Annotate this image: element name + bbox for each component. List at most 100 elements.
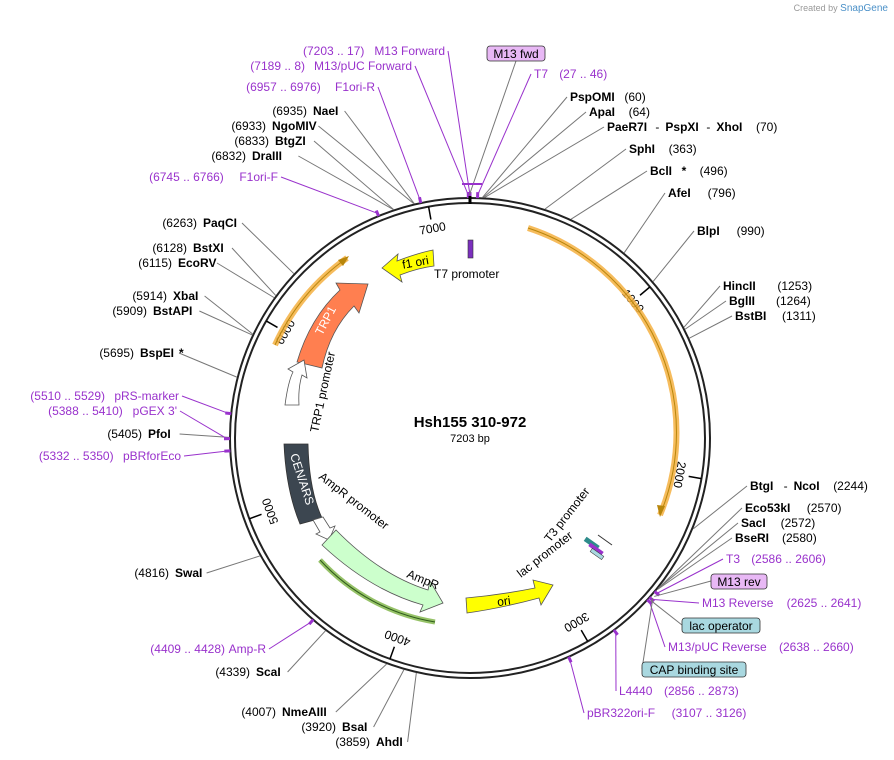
enzyme-name: BseRI — [735, 531, 769, 545]
enzyme-name: BglII — [729, 294, 755, 308]
enzyme-hincii: HincII (1253) — [723, 279, 812, 293]
enzyme-separator: - — [706, 120, 710, 134]
primer-name: F1ori-R — [335, 80, 375, 94]
enzyme-leader — [689, 315, 733, 339]
enzyme-nmeaiii: (4007) NmeAIII — [241, 705, 326, 719]
enzyme-position: (496) — [700, 164, 728, 178]
enzyme-eco53ki: Eco53kI(2570) — [745, 501, 841, 515]
enzyme-name: BtgI — [750, 479, 773, 493]
primer-m13-puc-forward: M13/pUC Forward (7189 .. 8) — [250, 59, 412, 73]
annotation-labels: PspOMI(60)ApaI(64)PaeR7I-PspXI-XhoI(70)S… — [30, 44, 868, 749]
tick-6000 — [265, 320, 278, 329]
enzyme-leader — [482, 96, 568, 198]
enzyme-position: (4339) — [215, 665, 250, 679]
enzyme-name: PaeR7I — [607, 120, 647, 134]
enzyme-leader — [241, 222, 295, 274]
enzyme-leader — [216, 262, 275, 299]
enzyme-leader — [287, 630, 326, 673]
enzyme-position: (6832) — [211, 149, 246, 163]
enzyme-name: PspOMI — [570, 90, 615, 104]
boxed-label-bg — [710, 573, 768, 590]
primer-range: (7189 .. 8) — [250, 59, 305, 73]
primer-m13-forward: M13 Forward(7203 .. 17) — [303, 44, 445, 58]
primer-range: (3107 .. 3126) — [672, 706, 747, 720]
boxed-lac-operator: lac operator — [681, 617, 761, 634]
tick-label-3000: 3000 — [561, 609, 591, 635]
boxed-leader — [641, 597, 654, 670]
enzyme-ecorv: (6115)EcoRV — [138, 256, 216, 270]
enzyme-star: * — [682, 164, 687, 178]
primer-l4440: L4440 (2856 .. 2873) — [619, 684, 739, 698]
primer-mark — [567, 656, 573, 663]
primer-range: (2856 .. 2873) — [664, 684, 739, 698]
enzyme-leader — [657, 537, 733, 590]
f1ori-label: f1 ori — [401, 253, 430, 271]
primer-f1ori-r: F1ori-R (6957 .. 6976) — [246, 80, 375, 94]
enzyme-leader — [652, 230, 695, 282]
feature-ori: ori — [465, 579, 554, 614]
boxed-leader — [654, 580, 712, 597]
enzyme-bglii: BglII (1264) — [729, 294, 811, 308]
feature-ampr: AmpR — [321, 529, 444, 613]
enzyme-position: (5909) — [112, 304, 147, 318]
primer-leader — [179, 410, 228, 440]
primer-name: pBRforEco — [123, 449, 181, 463]
enzyme-name: SacI — [741, 516, 766, 530]
enzyme-position: (1264) — [776, 294, 811, 308]
enzyme-xbai: (5914)XbaI — [132, 289, 198, 303]
primer-m13-reverse: M13 Reverse(2625 .. 2641) — [702, 596, 861, 610]
enzyme-swai: (4816)SwaI — [134, 566, 202, 580]
leader-lines — [178, 50, 748, 743]
enzyme-leader — [484, 126, 605, 198]
enzyme-ngomiv: (6933)NgoMIV — [231, 119, 316, 133]
enzyme-position: (5914) — [132, 289, 167, 303]
plasmid-size: 7203 bp — [450, 433, 490, 445]
enzyme-leader — [199, 310, 253, 336]
enzyme-draiii: (6832)DraIII — [211, 149, 282, 163]
primer-range: (27 .. 46) — [559, 67, 607, 81]
primer-range: (5510 .. 5529) — [30, 389, 105, 403]
orf-arc-left-core — [274, 257, 348, 346]
primer-range: (5332 .. 5350) — [39, 449, 114, 463]
enzyme-name-2: NcoI — [794, 479, 820, 493]
boxed-label-bg — [641, 661, 747, 678]
enzyme-position: (5695) — [99, 346, 134, 360]
enzyme-leader — [658, 522, 739, 589]
enzyme-name: HincII — [723, 279, 756, 293]
primer-pgex-3-: pGEX 3'(5388 .. 5410) — [48, 404, 177, 418]
enzyme-position: (1253) — [777, 279, 812, 293]
enzyme-name: BstAPI — [153, 304, 192, 318]
primer-name: L4440 — [619, 684, 653, 698]
snapgene-logo: SnapGene — [840, 3, 888, 14]
orf-arc-right — [527, 225, 680, 517]
enzyme-position: (4007) — [241, 705, 276, 719]
primer-t7: T7(27 .. 46) — [534, 67, 607, 81]
primer-name: pRS-marker — [114, 389, 179, 403]
enzyme-position: (990) — [737, 224, 765, 238]
enzyme-position: (6263) — [162, 216, 197, 230]
enzyme-pspomi: PspOMI(60) — [570, 90, 646, 104]
primer-name: M13/pUC Forward — [314, 59, 412, 73]
enzyme-name: PaqCI — [203, 216, 237, 230]
primer-mark — [653, 590, 661, 597]
primer-range: (4409 .. 4428) — [150, 642, 225, 656]
enzyme-name: NmeAIII — [282, 705, 327, 719]
primer-leader — [414, 65, 469, 196]
primer-name: pBR322ori-F — [587, 706, 655, 720]
enzyme-leader — [318, 125, 415, 205]
tick-4000 — [389, 646, 396, 660]
enzyme-leader — [178, 352, 238, 378]
primer-range: (6957 .. 6976) — [246, 80, 321, 94]
enzyme-bstxi: (6128)BstXI — [152, 241, 223, 255]
enzyme-leader — [179, 433, 230, 438]
enzyme-position: (2570) — [807, 501, 842, 515]
tick-label-5000: 5000 — [259, 496, 281, 526]
enzyme-leader — [206, 555, 260, 574]
primer-range: (2638 .. 2660) — [779, 640, 854, 654]
enzyme-name: BstBI — [735, 309, 766, 323]
orf-arrow-left — [338, 256, 349, 266]
enzyme-position: (2572) — [781, 516, 816, 530]
enzyme-name: BlpI — [697, 224, 720, 238]
primer-range: (7203 .. 17) — [303, 44, 364, 58]
enzyme-name: NgoMIV — [272, 119, 317, 133]
